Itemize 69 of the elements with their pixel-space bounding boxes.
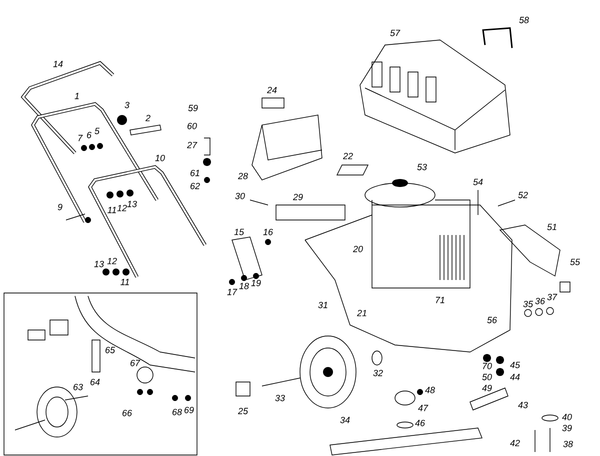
callout-number: 53	[417, 164, 427, 170]
callout-number: 2	[145, 114, 150, 122]
callout-number: 6	[87, 132, 92, 138]
callout-number: 35	[523, 300, 534, 308]
callout-number: 37	[547, 294, 558, 300]
callout-number: 14	[53, 60, 63, 68]
callout-number: 25	[238, 408, 248, 414]
callout-number: 13	[94, 260, 104, 268]
callout-number: 70	[482, 362, 492, 370]
callout-number: 9	[58, 204, 62, 210]
callout-number: 12	[107, 258, 117, 264]
callout-number: 19	[251, 280, 261, 286]
callout-number: 48	[425, 386, 435, 394]
callout-number: 16	[263, 228, 273, 236]
callout-number: 50	[482, 374, 492, 380]
callout-number: 7	[78, 134, 83, 142]
callout-number: 59	[188, 104, 198, 112]
callout-number: 66	[122, 410, 132, 416]
callout-number: 36	[535, 298, 545, 304]
callout-number: 32	[373, 370, 383, 376]
callout-number: 5	[94, 128, 100, 134]
callout-number: 30	[235, 192, 245, 200]
callout-number: 57	[390, 30, 400, 36]
callout-number: 43	[518, 402, 528, 408]
callout-number: 62	[190, 182, 200, 190]
callout-number: 12	[117, 204, 127, 212]
callout-number: 49	[482, 384, 492, 392]
callout-number: 45	[510, 362, 520, 368]
callout-number: 71	[436, 296, 444, 304]
callout-number: 15	[234, 228, 244, 236]
callout-number: 24	[266, 86, 277, 94]
callout-number: 52	[518, 192, 528, 198]
callout-number: 51	[547, 224, 556, 230]
callout-number: 34	[340, 416, 350, 424]
callout-number: 65	[106, 346, 116, 354]
callout-number: 54	[473, 178, 483, 186]
callout-number: 28	[238, 172, 248, 180]
callout-number: 44	[510, 374, 520, 380]
callout-number: 63	[74, 384, 83, 390]
callout-number: 40	[562, 414, 572, 420]
callout-number: 33	[275, 394, 285, 402]
callout-number: 67	[130, 360, 140, 366]
callout-number: 22	[342, 152, 353, 160]
callout-number: 61	[190, 170, 200, 176]
callout-number: 55	[570, 258, 580, 266]
callout-number: 3	[124, 102, 130, 108]
callout-number: 46	[415, 420, 425, 426]
callout-number: 10	[155, 154, 165, 162]
callout-number: 20	[352, 246, 363, 252]
callout-number: 17	[227, 288, 238, 296]
callout-number: 27	[186, 142, 198, 148]
callout-number: 42	[510, 440, 520, 446]
callout-number: 69	[184, 406, 194, 414]
callout-number: 21	[356, 310, 366, 316]
callout-number: 47	[418, 404, 428, 412]
callout-number: 39	[562, 424, 572, 432]
callout-number: 68	[172, 408, 182, 416]
callout-number: 11	[108, 206, 116, 214]
callout-number: 38	[563, 440, 573, 448]
callout-number: 1	[74, 92, 79, 100]
callout-number: 13	[127, 200, 137, 208]
callout-number: 18	[239, 282, 249, 290]
callout-number: 60	[188, 122, 197, 130]
callout-number: 58	[519, 16, 529, 24]
callout-number: 64	[90, 378, 100, 386]
callout-number: 56	[487, 316, 497, 324]
callout-number: 31	[318, 302, 328, 308]
callout-number: 29	[292, 194, 303, 200]
callout-number: 11	[120, 278, 129, 286]
